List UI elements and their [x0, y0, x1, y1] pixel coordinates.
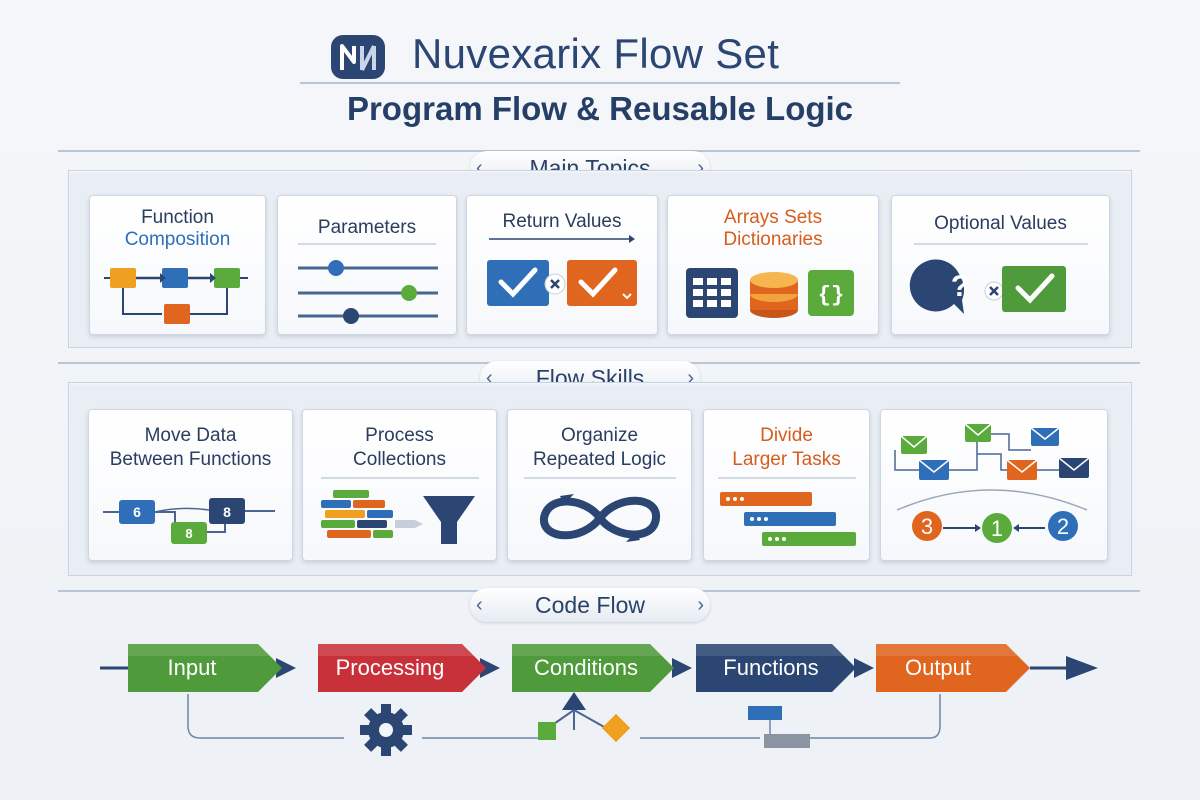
skill-card-move-data[interactable]: Move Data Between Functions 6 8 8	[88, 409, 293, 561]
flow-step-processing[interactable]	[318, 644, 488, 692]
collection-types-icon: {}	[686, 268, 854, 318]
chevron-right-icon: ›	[697, 594, 704, 616]
flow-step-label: Functions	[723, 655, 819, 680]
step-number: 2	[1057, 514, 1069, 539]
flow-step-label: Processing	[335, 655, 445, 680]
card-title: Optional Values	[934, 213, 1067, 234]
topic-card-return-values[interactable]: Return Values	[466, 195, 658, 335]
return-values-icon	[487, 235, 637, 306]
envelope-icon	[900, 423, 1090, 480]
topic-card-optional-values[interactable]: Optional Values ?	[891, 195, 1110, 335]
chevron-left-icon: ‹	[476, 594, 483, 616]
card-title-line2: Repeated Logic	[532, 449, 667, 470]
flow-step-input[interactable]	[128, 644, 284, 692]
card-title: Parameters	[317, 217, 417, 238]
brand-logo-icon	[331, 35, 385, 79]
card-title-line2: Between Functions	[109, 449, 272, 470]
flow-step-conditions[interactable]	[512, 644, 676, 692]
card-title-line1: Divide	[760, 425, 813, 446]
flow-step-output[interactable]	[876, 644, 1032, 692]
header: Nuvexarix Flow Set Program Flow & Reusab…	[0, 0, 1200, 150]
card-title-line2: Collections	[353, 449, 446, 470]
card-title-line1: Organize	[560, 425, 639, 446]
optional-values-icon: ?	[909, 243, 1088, 314]
skill-card-divide-larger-tasks[interactable]: Divide Larger Tasks	[703, 409, 870, 561]
skill-card-process-collections[interactable]: Process Collections	[302, 409, 497, 561]
decision-diamond-icon	[538, 692, 631, 743]
section-header-code-flow: ‹ › Code Flow	[470, 588, 710, 624]
page-subtitle: Program Flow & Reusable Logic	[346, 90, 854, 127]
topic-card-arrays-sets-dictionaries[interactable]: Arrays Sets Dictionaries {}	[667, 195, 879, 335]
card-title-line1: Process	[365, 425, 434, 446]
flow-step-label: Output	[904, 655, 972, 680]
data-value: 8	[223, 504, 231, 520]
chevron-left-icon: ‹	[486, 367, 493, 389]
header-divider	[300, 82, 900, 84]
card-title-line2: Composition	[124, 229, 231, 250]
data-blocks-icon: 6 8 8	[103, 498, 275, 544]
svg-text:{}: {}	[818, 283, 844, 308]
stack-funnel-icon	[321, 477, 479, 544]
topic-card-function-composition[interactable]: Function Composition	[89, 195, 266, 335]
step-number: 3	[921, 514, 933, 539]
topic-card-parameters[interactable]: Parameters	[277, 195, 457, 335]
flow-step-functions[interactable]	[696, 644, 858, 692]
card-title-line2: Dictionaries	[723, 229, 823, 250]
section-label: Code Flow	[535, 592, 645, 618]
code-flow-connectors	[100, 656, 1098, 756]
infinity-loop-icon	[524, 477, 676, 542]
chevron-right-icon: ›	[687, 367, 694, 389]
parameter-sliders-icon	[298, 243, 438, 324]
chevron-left-icon: ‹	[476, 157, 483, 179]
card-title-line2: Larger Tasks	[732, 449, 841, 470]
brand-title: Nuvexarix Flow Set	[412, 30, 780, 77]
function-composition-icon	[104, 268, 248, 324]
svg-text:?: ?	[951, 270, 969, 303]
card-title-line1: Function	[141, 207, 214, 228]
data-value: 8	[185, 526, 192, 541]
chevron-right-icon: ›	[697, 157, 704, 179]
envelope-network-icon: 3 1 2	[894, 423, 1090, 543]
card-title-line1: Arrays Sets	[723, 207, 823, 228]
card-title: Return Values	[502, 211, 622, 232]
data-value: 6	[133, 504, 141, 520]
flow-step-label: Input	[167, 655, 217, 680]
skill-card-envelope-network[interactable]: 3 1 2	[880, 409, 1108, 561]
section-rule-main-topics	[58, 150, 1140, 152]
gear-icon	[360, 704, 412, 756]
skill-card-organize-repeated-logic[interactable]: Organize Repeated Logic	[507, 409, 692, 561]
flow-step-label: Conditions	[534, 655, 638, 680]
task-bars-icon	[718, 477, 856, 546]
function-blocks-icon	[748, 706, 810, 748]
card-title-line1: Move Data	[144, 425, 237, 446]
step-number: 1	[991, 516, 1003, 541]
